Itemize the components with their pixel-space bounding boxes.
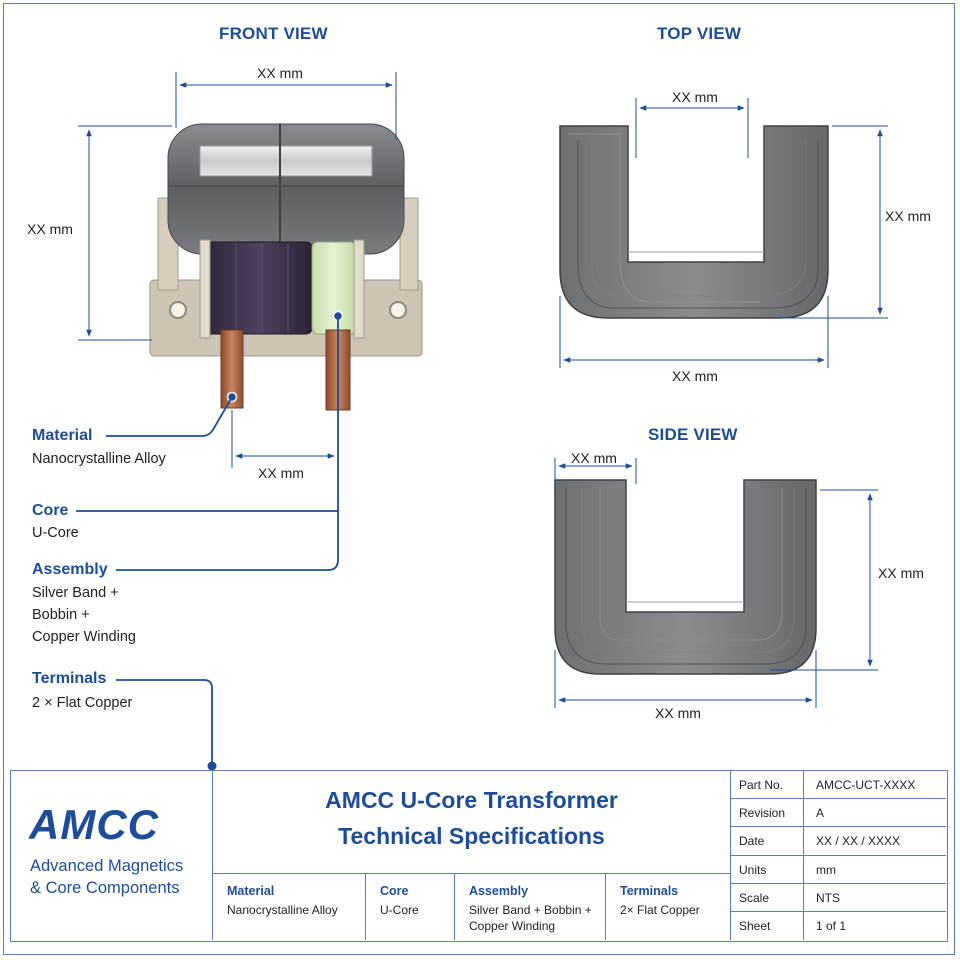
logo-panel: AMCC Advanced Magnetics & Core Component…: [11, 771, 213, 940]
callout-core-text: U-Core: [32, 525, 79, 541]
spec-assembly-value: Silver Band + Bobbin + Copper Winding: [469, 903, 592, 933]
front-view-title: FRONT VIEW: [219, 24, 328, 43]
table-value: mm: [816, 862, 836, 877]
side-width-label: XX mm: [655, 705, 701, 721]
spec-material: Material Nanocrystalline Alloy: [213, 874, 366, 940]
callout-core-heading: Core: [32, 502, 69, 519]
terminal-leader-dot: [207, 761, 217, 771]
callout-assembly-line-3: Copper Winding: [32, 629, 136, 645]
table-value: XX / XX / XXXX: [816, 834, 901, 849]
drawing-frame: [3, 3, 955, 955]
spec-terminals-value: 2× Flat Copper: [620, 903, 700, 917]
table-key: Scale: [731, 883, 804, 911]
spec-core-heading: Core: [380, 884, 409, 898]
side-view-title: SIDE VIEW: [648, 425, 738, 444]
front-height-label: XX mm: [27, 221, 73, 237]
table-value: NTS: [816, 890, 840, 905]
table-row: Revision A: [731, 799, 946, 828]
callout-material-heading: Material: [32, 427, 93, 444]
table-value: AMCC-UCT-XXXX: [816, 778, 916, 792]
callout-leaders: [76, 316, 339, 766]
spec-core-value: U-Core: [380, 903, 419, 917]
table-row: Scale NTS: [731, 883, 946, 912]
spec-material-heading: Material: [227, 884, 275, 898]
title-block: AMCC Advanced Magnetics & Core Component…: [10, 770, 948, 942]
table-value: A: [816, 806, 825, 821]
spec-terminals: Terminals 2× Flat Copper: [606, 874, 731, 940]
callout-terminals-heading: Terminals: [32, 670, 107, 687]
table-key: Units: [731, 855, 804, 883]
spec-terminals-heading: Terminals: [620, 884, 679, 898]
amcc-logo: AMCC: [29, 801, 159, 848]
front-terminal-gap-label: XX mm: [258, 465, 304, 481]
table-row: Part No. AMCC-UCT-XXXX: [731, 771, 946, 800]
callout-assembly-heading: Assembly: [32, 561, 108, 578]
drawing-title: AMCC U-Core Transformer Technical Specif…: [213, 771, 731, 874]
spec-assembly: Assembly Silver Band + Bobbin + Copper W…: [455, 874, 606, 940]
side-view-ucore: [554, 479, 817, 675]
callout-material-text: Nanocrystalline Alloy: [32, 451, 166, 467]
side-leg-label: XX mm: [571, 450, 617, 466]
callout-terminals-text: 2 × Flat Copper: [32, 695, 133, 711]
table-row: Date XX / XX / XXXX: [731, 827, 946, 856]
table-key: Date: [731, 827, 804, 855]
top-width-label: XX mm: [672, 368, 718, 384]
logo-subtitle-line-2: & Core Components: [30, 879, 180, 897]
front-view-transformer: [149, 123, 423, 411]
front-view-dimensions: [78, 72, 397, 468]
callout-assembly-line-1: Silver Band +: [32, 585, 119, 601]
drawing-info-table: Part No. AMCC-UCT-XXXX Revision A Date X…: [731, 771, 946, 941]
title-line-1: AMCC U-Core Transformer: [325, 787, 618, 813]
table-key: Sheet: [731, 912, 804, 941]
top-inner-label: XX mm: [672, 89, 718, 105]
side-height-label: XX mm: [878, 565, 924, 581]
table-row: Units mm: [731, 855, 946, 884]
top-height-label: XX mm: [885, 208, 931, 224]
top-view-dimensions: [559, 98, 888, 368]
side-view-dimensions: [554, 458, 878, 708]
table-key: Revision: [731, 799, 804, 827]
title-line-2: Technical Specifications: [338, 823, 605, 849]
spec-assembly-heading: Assembly: [469, 884, 529, 898]
spec-strip: Material Nanocrystalline Alloy Core U-Co…: [213, 874, 731, 940]
front-width-label: XX mm: [257, 65, 303, 81]
logo-subtitle-line-1: Advanced Magnetics: [30, 857, 184, 875]
spec-material-value: Nanocrystalline Alloy: [227, 903, 338, 917]
callout-assembly-line-2: Bobbin +: [32, 607, 90, 623]
table-key: Part No.: [731, 771, 804, 799]
top-view-title: TOP VIEW: [657, 24, 742, 43]
table-row: Sheet 1 of 1: [731, 912, 946, 941]
table-value: 1 of 1: [816, 919, 847, 933]
spec-core: Core U-Core: [366, 874, 455, 940]
top-view-ucore: [559, 125, 829, 319]
